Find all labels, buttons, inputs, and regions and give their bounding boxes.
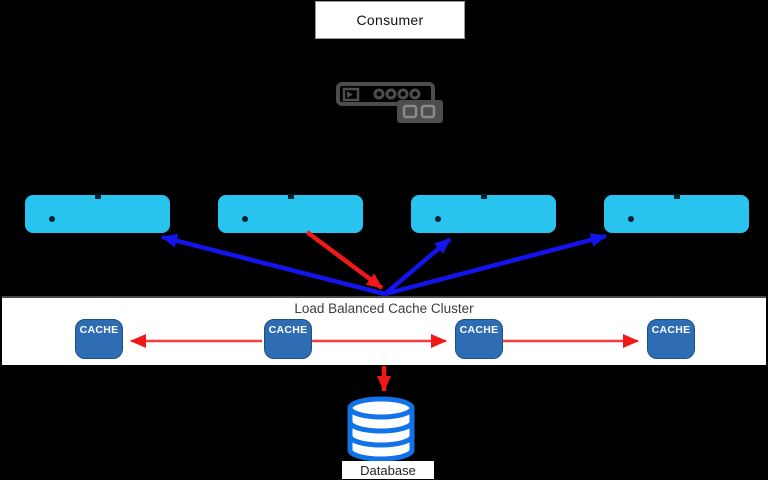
database-label-patch: Database <box>342 461 434 479</box>
cache-node-3: CACHE <box>455 319 503 359</box>
server-node-1 <box>25 194 170 233</box>
arrow-cluster-to-server-3 <box>383 237 452 296</box>
server-node-2 <box>218 194 363 233</box>
indicator-dot <box>628 216 634 222</box>
consumer-node: Consumer <box>315 1 465 39</box>
cache-cluster-panel: Load Balanced Cache Cluster CACHE CACHE … <box>2 296 766 365</box>
top-notch <box>480 194 487 199</box>
database-label: Database <box>360 462 416 478</box>
cache-label: CACHE <box>79 324 119 336</box>
top-notch <box>94 194 101 199</box>
database-icon <box>347 396 415 462</box>
load-balancer-icon <box>336 82 443 123</box>
cache-node-4: CACHE <box>647 319 695 359</box>
server-node-3 <box>411 194 556 233</box>
indicator-dot <box>49 216 55 222</box>
top-notch <box>287 194 294 199</box>
arrow-cluster-to-server-4 <box>384 233 607 297</box>
top-notch <box>673 194 680 199</box>
arrow-server-2-to-cluster <box>305 230 384 290</box>
cache-label: CACHE <box>459 324 499 336</box>
indicator-dot <box>435 216 441 222</box>
server-node-4 <box>604 194 749 233</box>
cache-node-1: CACHE <box>75 319 123 359</box>
cache-label: CACHE <box>268 324 308 336</box>
arrow-cluster-to-server-1 <box>161 233 386 297</box>
cache-label: CACHE <box>651 324 691 336</box>
cache-node-2: CACHE <box>264 319 312 359</box>
cluster-title: Load Balanced Cache Cluster <box>294 301 474 316</box>
forward-arrow-glyph <box>347 91 353 98</box>
consumer-label: Consumer <box>356 12 424 28</box>
indicator-dot <box>242 216 248 222</box>
